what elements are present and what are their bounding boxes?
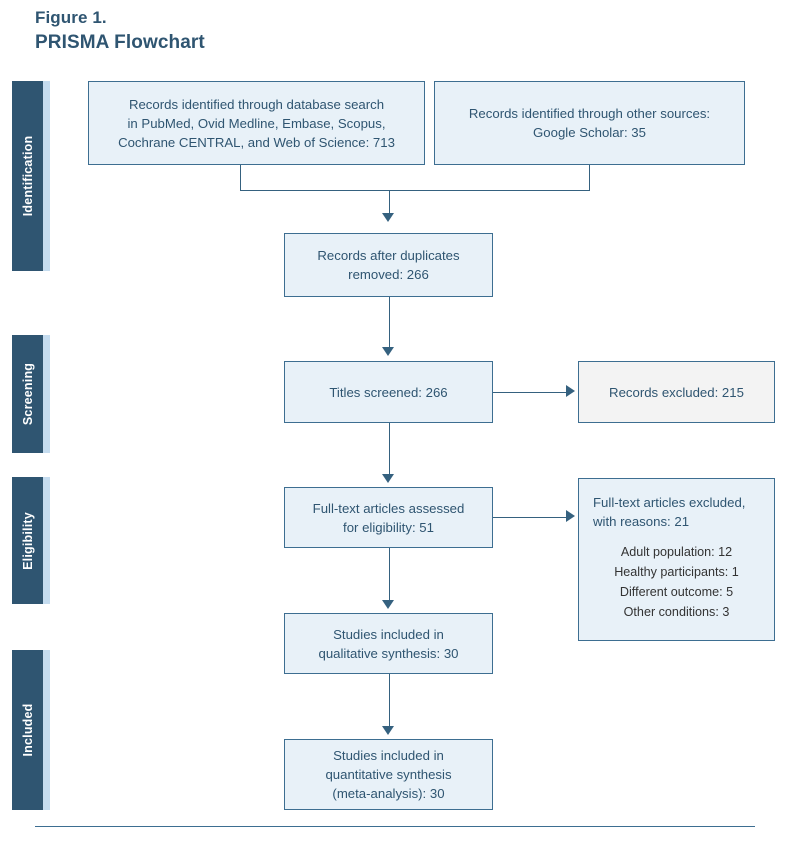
stage-label-identification: Identification — [20, 135, 35, 217]
connector-titles-to-fulltext — [389, 423, 390, 477]
box-line: quantitative synthesis — [325, 767, 452, 782]
arrow-down-to-duplicates — [382, 213, 394, 222]
box-database-search: Records identified through database sear… — [88, 81, 425, 165]
arrow-right-to-records-excluded — [566, 385, 575, 397]
box-line: removed: 266 — [348, 267, 429, 282]
figure-label: Figure 1. — [35, 8, 107, 27]
connector-other-sources-drop — [589, 165, 590, 191]
stage-label-screening: Screening — [20, 362, 35, 426]
page-title: PRISMA Flowchart — [35, 32, 205, 53]
arrow-down-to-qualitative — [382, 600, 394, 609]
reason-item: Healthy participants: 1 — [614, 565, 739, 579]
box-line: Records after duplicates — [317, 248, 460, 263]
stage-bar-included: Included — [12, 650, 50, 810]
connector-fulltext-to-qualitative — [389, 548, 390, 603]
connector-fulltext-to-excluded — [493, 517, 568, 518]
box-titles-screened: Titles screened: 266 — [284, 361, 493, 423]
box-line: Records identified through database sear… — [128, 96, 385, 112]
box-quantitative-synthesis: Studies included in quantitative synthes… — [284, 739, 493, 810]
stage-label-eligibility: Eligibility — [20, 511, 35, 570]
box-fulltext-assessed: Full-text articles assessed for eligibil… — [284, 487, 493, 548]
connector-merge-bar — [240, 190, 590, 191]
box-line: Studies included in — [333, 748, 444, 763]
stage-bar-identification: Identification — [12, 81, 50, 271]
stage-bar-eligibility: Eligibility — [12, 477, 50, 604]
reason-item: Adult population: 12 — [620, 545, 733, 559]
box-qualitative-synthesis: Studies included in qualitative synthesi… — [284, 613, 493, 674]
arrow-right-to-fulltext-excluded — [566, 510, 575, 522]
arrow-down-to-quantitative — [382, 726, 394, 735]
box-other-sources: Records identified through other sources… — [434, 81, 745, 165]
connector-database-drop — [240, 165, 241, 191]
box-line: Records excluded: 215 — [609, 384, 744, 400]
box-line: Titles screened: 266 — [329, 384, 448, 400]
reason-item: Other conditions: 3 — [623, 605, 730, 619]
box-line: (meta-analysis): 30 — [332, 786, 445, 801]
connector-titles-to-excluded — [493, 392, 568, 393]
box-records-excluded: Records excluded: 215 — [578, 361, 775, 423]
arrow-down-to-titles — [382, 347, 394, 356]
connector-merge-stem — [389, 190, 390, 215]
box-line: Full-text articles assessed — [312, 500, 465, 516]
box-line: Full-text articles excluded, — [593, 495, 746, 510]
box-line: Google Scholar: 35 — [533, 125, 646, 140]
stage-label-included: Included — [20, 703, 35, 757]
connector-duplicates-to-titles — [389, 297, 390, 349]
connector-qualitative-to-quantitative — [389, 674, 390, 729]
box-line: Cochrane CENTRAL, and Web of Science: 71… — [118, 134, 395, 150]
box-line: Studies included in — [333, 626, 444, 642]
reason-list: Adult population: 12 Healthy participant… — [593, 542, 760, 622]
box-line: Records identified through other sources… — [468, 106, 711, 121]
box-line: qualitative synthesis: 30 — [318, 645, 459, 661]
box-line: in PubMed, Ovid Medline, Embase, Scopus, — [127, 115, 386, 131]
stage-bar-screening: Screening — [12, 335, 50, 453]
box-line: for eligibility: 51 — [343, 519, 434, 535]
reason-item: Different outcome: 5 — [619, 585, 734, 599]
reasons-heading: Full-text articles excluded, with reason… — [593, 493, 760, 531]
box-duplicates-removed: Records after duplicates removed: 266 — [284, 233, 493, 297]
footer-divider — [35, 826, 755, 827]
arrow-down-to-fulltext — [382, 474, 394, 483]
box-line: with reasons: 21 — [593, 514, 690, 529]
box-fulltext-excluded-with-reasons: Full-text articles excluded, with reason… — [578, 478, 775, 641]
